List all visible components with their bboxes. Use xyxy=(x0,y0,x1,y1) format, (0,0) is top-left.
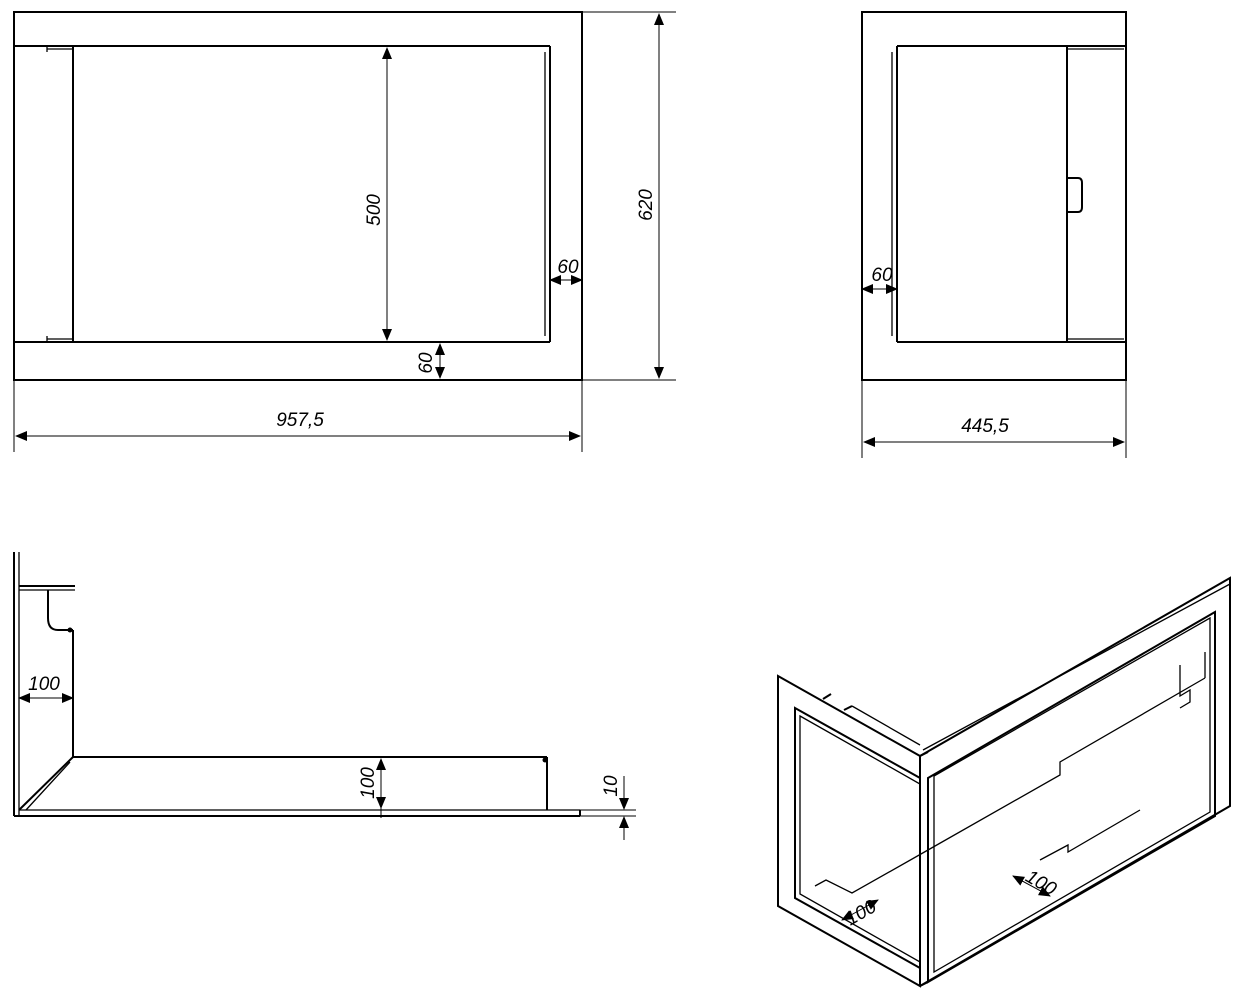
depth-label: 445,5 xyxy=(961,416,1009,437)
front-view: 620 500 60 60 957,5 xyxy=(13,11,676,452)
iso-left-width-label: 100 xyxy=(842,896,880,930)
opening-height-label: 500 xyxy=(364,194,385,226)
top-view: 100 100 10 xyxy=(13,552,636,840)
side-view: 60 445,5 xyxy=(861,11,1127,458)
frame-left-label: 60 xyxy=(871,265,893,286)
iso-right-width-label: 100 xyxy=(1022,866,1060,900)
thickness-label: 10 xyxy=(601,775,622,797)
iso-right-dimension-line xyxy=(1012,875,1051,897)
return-width-label: 100 xyxy=(28,674,60,695)
height-label: 620 xyxy=(636,189,657,221)
width-label: 957,5 xyxy=(276,410,324,431)
frame-bottom-label: 60 xyxy=(416,352,437,374)
front-width-label: 100 xyxy=(358,767,379,799)
iso-left-dimension-line xyxy=(841,899,879,921)
iso-view: 100 100 xyxy=(777,576,1231,988)
frame-right-label: 60 xyxy=(557,257,579,278)
